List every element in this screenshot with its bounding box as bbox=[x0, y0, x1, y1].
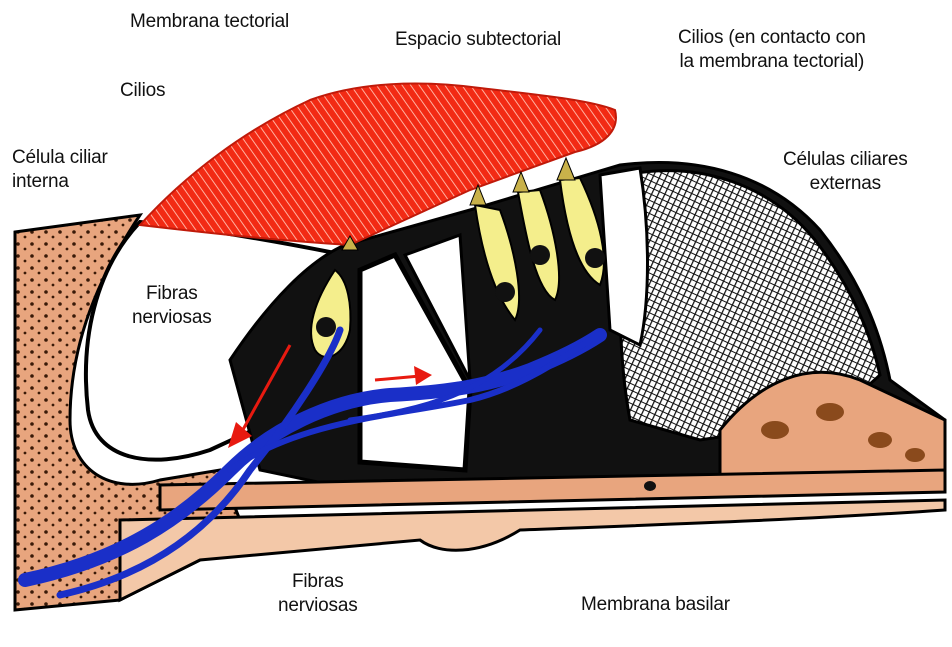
label-fibras-nerviosas-upper: Fibras nerviosas bbox=[132, 282, 212, 330]
label-celula-ciliar-interna: Célula ciliar interna bbox=[12, 146, 108, 194]
label-fibras-nerviosas-lower: Fibras nerviosas bbox=[278, 570, 358, 618]
label-cilios: Cilios bbox=[120, 79, 165, 103]
label-espacio-subtectorial: Espacio subtectorial bbox=[395, 28, 561, 52]
basilar-membrane-nodule bbox=[644, 481, 656, 491]
label-membrana-basilar: Membrana basilar bbox=[581, 593, 730, 617]
label-membrana-tectorial: Membrana tectorial bbox=[130, 10, 289, 34]
inner-hair-cell-nucleus bbox=[316, 317, 336, 337]
label-cilios-contacto: Cilios (en contacto con la membrana tect… bbox=[678, 26, 866, 74]
label-celulas-ciliares-externas: Células ciliares externas bbox=[783, 148, 908, 196]
basilar-lower-band bbox=[120, 500, 945, 600]
